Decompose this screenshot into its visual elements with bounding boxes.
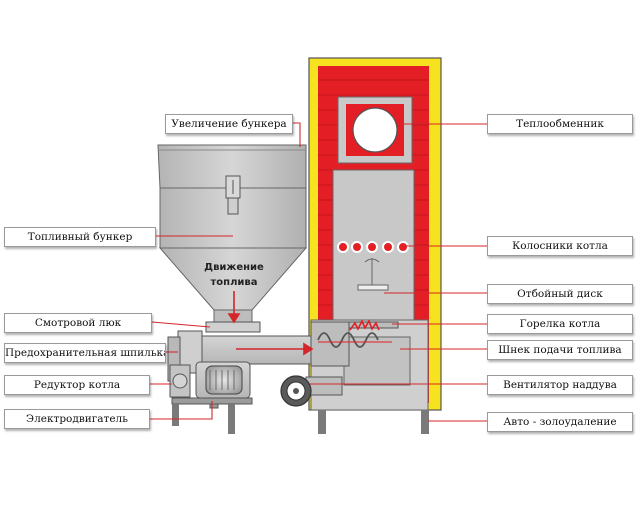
heat-exchanger-flue — [352, 107, 398, 153]
label-electric-motor: Электродвигатель — [4, 409, 150, 429]
label-safety-pin: Предохранительная шпилька — [4, 343, 166, 363]
fuel-flow-arrows — [227, 291, 314, 356]
hopper-text-line2: топлива — [211, 277, 258, 288]
label-inspection-hatch: Смотровой люк — [4, 313, 152, 333]
label-burner: Горелка котла — [487, 314, 633, 334]
fuel-hopper — [157, 144, 308, 333]
label-grate-bars: Колосники котла — [487, 236, 633, 256]
deflector-disk — [357, 258, 389, 291]
blower-fan — [280, 375, 343, 407]
label-boiler-reducer: Редуктор котла — [4, 375, 150, 395]
callout-lines — [150, 122, 487, 422]
label-heat-exchanger: Теплообменник — [487, 114, 633, 134]
label-blower-fan: Вентилятор наддува — [487, 375, 633, 395]
boiler-reducer — [169, 364, 191, 398]
label-fuel-bunker: Топливный бункер — [4, 227, 156, 247]
label-feed-auger: Шнек подачи топлива — [487, 340, 633, 360]
label-auto-ash-removal: Авто - золоудаление — [487, 412, 633, 432]
hopper-text-line1: Движение — [204, 262, 264, 273]
grate-bars — [337, 241, 409, 253]
label-deflector-disk: Отбойный диск — [487, 284, 633, 304]
label-bunker-extension: Увеличение бункера — [165, 114, 293, 134]
